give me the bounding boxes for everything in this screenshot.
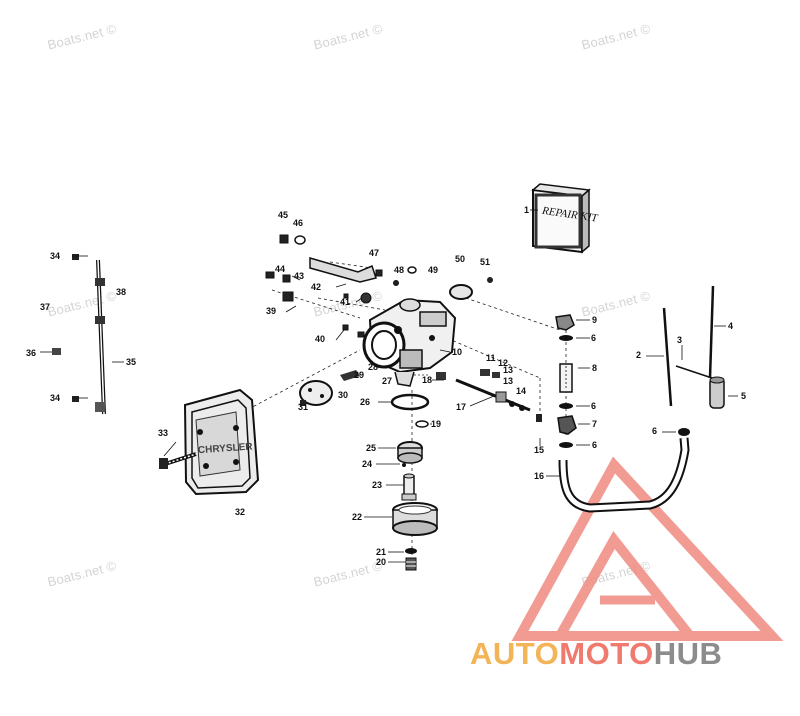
logo-moto-text: MOTO <box>559 636 654 671</box>
cover-screw-33 <box>159 452 197 469</box>
callout-34: 34 <box>50 393 60 403</box>
callout-51: 51 <box>480 257 490 267</box>
callout-39: 39 <box>266 306 276 316</box>
callout-13: 13 <box>503 376 513 386</box>
callout-10: 10 <box>452 347 462 357</box>
callout-19: 19 <box>431 419 441 429</box>
fuel-fitting-stack <box>555 314 577 448</box>
callout-9: 9 <box>592 315 597 325</box>
chrysler-cover-label: CHRYSLER <box>198 441 254 456</box>
callout-48: 48 <box>394 265 404 275</box>
callout-12: 12 <box>498 358 508 368</box>
callout-17: 17 <box>456 402 466 412</box>
callout-36: 36 <box>26 348 36 358</box>
float-assembly-25 <box>397 441 423 467</box>
float-bowl-22 <box>392 502 438 536</box>
linkage-rods-2-4 <box>662 285 725 409</box>
callout-34: 34 <box>50 251 60 261</box>
screw-20 <box>405 557 417 571</box>
callout-29: 29 <box>354 370 364 380</box>
screw-51 <box>487 277 493 283</box>
callout-49: 49 <box>428 265 438 275</box>
plate-30 <box>299 370 360 406</box>
callout-25: 25 <box>366 443 376 453</box>
callout-24: 24 <box>362 459 372 469</box>
callout-13: 13 <box>503 365 513 375</box>
callout-4: 4 <box>728 321 733 331</box>
callout-27: 27 <box>382 376 392 386</box>
automotohub-logo: AUTOMOTOHUB <box>470 636 722 672</box>
callout-6: 6 <box>652 426 657 436</box>
callout-3: 3 <box>677 335 682 345</box>
callout-15: 15 <box>534 445 544 455</box>
callout-45: 45 <box>278 210 288 220</box>
callout-30: 30 <box>338 390 348 400</box>
logo-auto-text: AUTO <box>470 636 560 671</box>
callout-leaders <box>40 209 738 563</box>
gasket-26 <box>390 393 430 411</box>
callout-5: 5 <box>741 391 746 401</box>
carburetor-body <box>362 298 457 387</box>
fuel-hose-16 <box>558 428 690 513</box>
screws-44-46 <box>265 234 399 338</box>
leader-lines <box>242 261 567 568</box>
washer-21 <box>405 548 417 554</box>
callout-31: 31 <box>298 402 308 412</box>
repair-kit-box: REPAIR KIT <box>531 183 599 254</box>
callout-6: 6 <box>591 333 596 343</box>
callout-43: 43 <box>294 271 304 281</box>
callout-47: 47 <box>369 248 379 258</box>
callout-14: 14 <box>516 386 526 396</box>
callout-11: 11 <box>486 353 496 363</box>
choke-link-42 <box>309 257 377 304</box>
o-ring-49 <box>407 266 417 274</box>
callout-20: 20 <box>376 557 386 567</box>
callout-8: 8 <box>592 363 597 373</box>
callout-40: 40 <box>315 334 325 344</box>
jet-23 <box>401 473 417 501</box>
link-rod-35 <box>52 254 106 415</box>
callout-26: 26 <box>360 397 370 407</box>
callout-50: 50 <box>455 254 465 264</box>
callout-41: 41 <box>340 297 350 307</box>
callout-2: 2 <box>636 350 641 360</box>
callout-35: 35 <box>126 357 136 367</box>
callout-28: 28 <box>368 362 378 372</box>
callout-22: 22 <box>352 512 362 522</box>
callout-37: 37 <box>40 302 50 312</box>
callout-1: 1 <box>524 205 529 215</box>
callout-21: 21 <box>376 547 386 557</box>
callout-44: 44 <box>275 264 285 274</box>
callout-18: 18 <box>422 375 432 385</box>
logo-hub-text: HUB <box>653 636 723 671</box>
callout-23: 23 <box>372 480 382 490</box>
air-silencer-cover-32: CHRYSLER <box>183 388 260 496</box>
callout-42: 42 <box>311 282 321 292</box>
callout-38: 38 <box>116 287 126 297</box>
callout-6: 6 <box>592 440 597 450</box>
throttle-shaft-17 <box>436 369 542 422</box>
automotohub-logo-triangle <box>511 456 784 641</box>
o-ring-19 <box>415 420 429 428</box>
callout-33: 33 <box>158 428 168 438</box>
callout-7: 7 <box>592 419 597 429</box>
callout-6: 6 <box>591 401 596 411</box>
plug-50 <box>449 284 473 300</box>
callout-46: 46 <box>293 218 303 228</box>
callout-16: 16 <box>534 471 544 481</box>
callout-32: 32 <box>235 507 245 517</box>
